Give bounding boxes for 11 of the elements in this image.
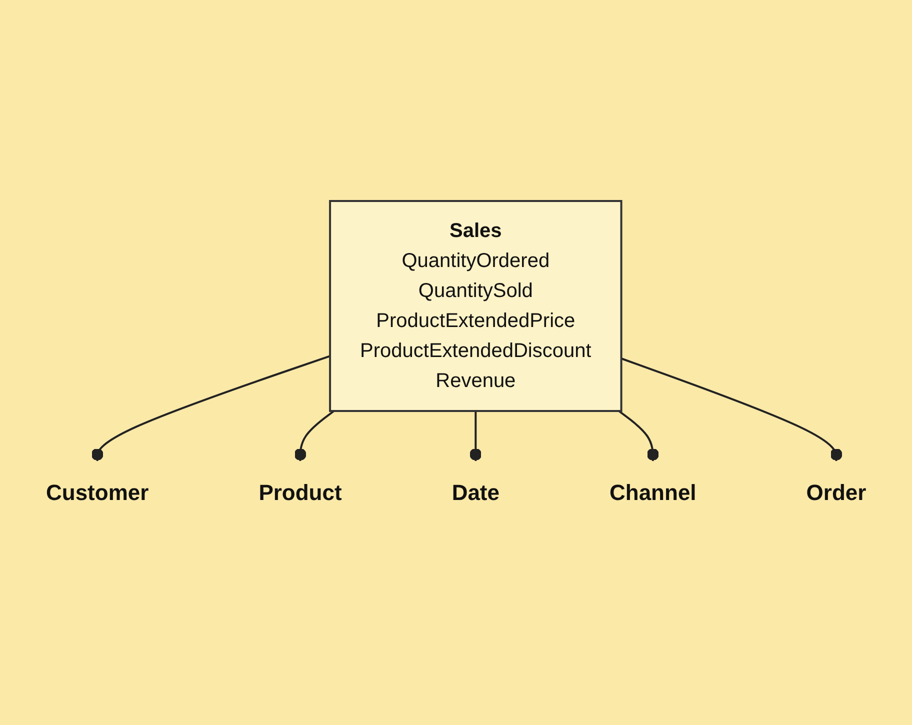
connector <box>294 410 334 461</box>
connector <box>470 411 482 461</box>
node-box: Sales QuantityOrdered QuantitySold ProductExtendedPrice ProductExtendedDiscount Revenue <box>328 200 622 412</box>
node-text: Order <box>806 480 866 505</box>
node-text: Customer <box>46 480 149 505</box>
node-text: Channel <box>609 480 696 505</box>
node-text: Date <box>452 480 500 505</box>
connector <box>620 358 842 461</box>
node-text: Product <box>258 480 342 505</box>
connector <box>91 355 330 461</box>
connector <box>618 410 659 461</box>
